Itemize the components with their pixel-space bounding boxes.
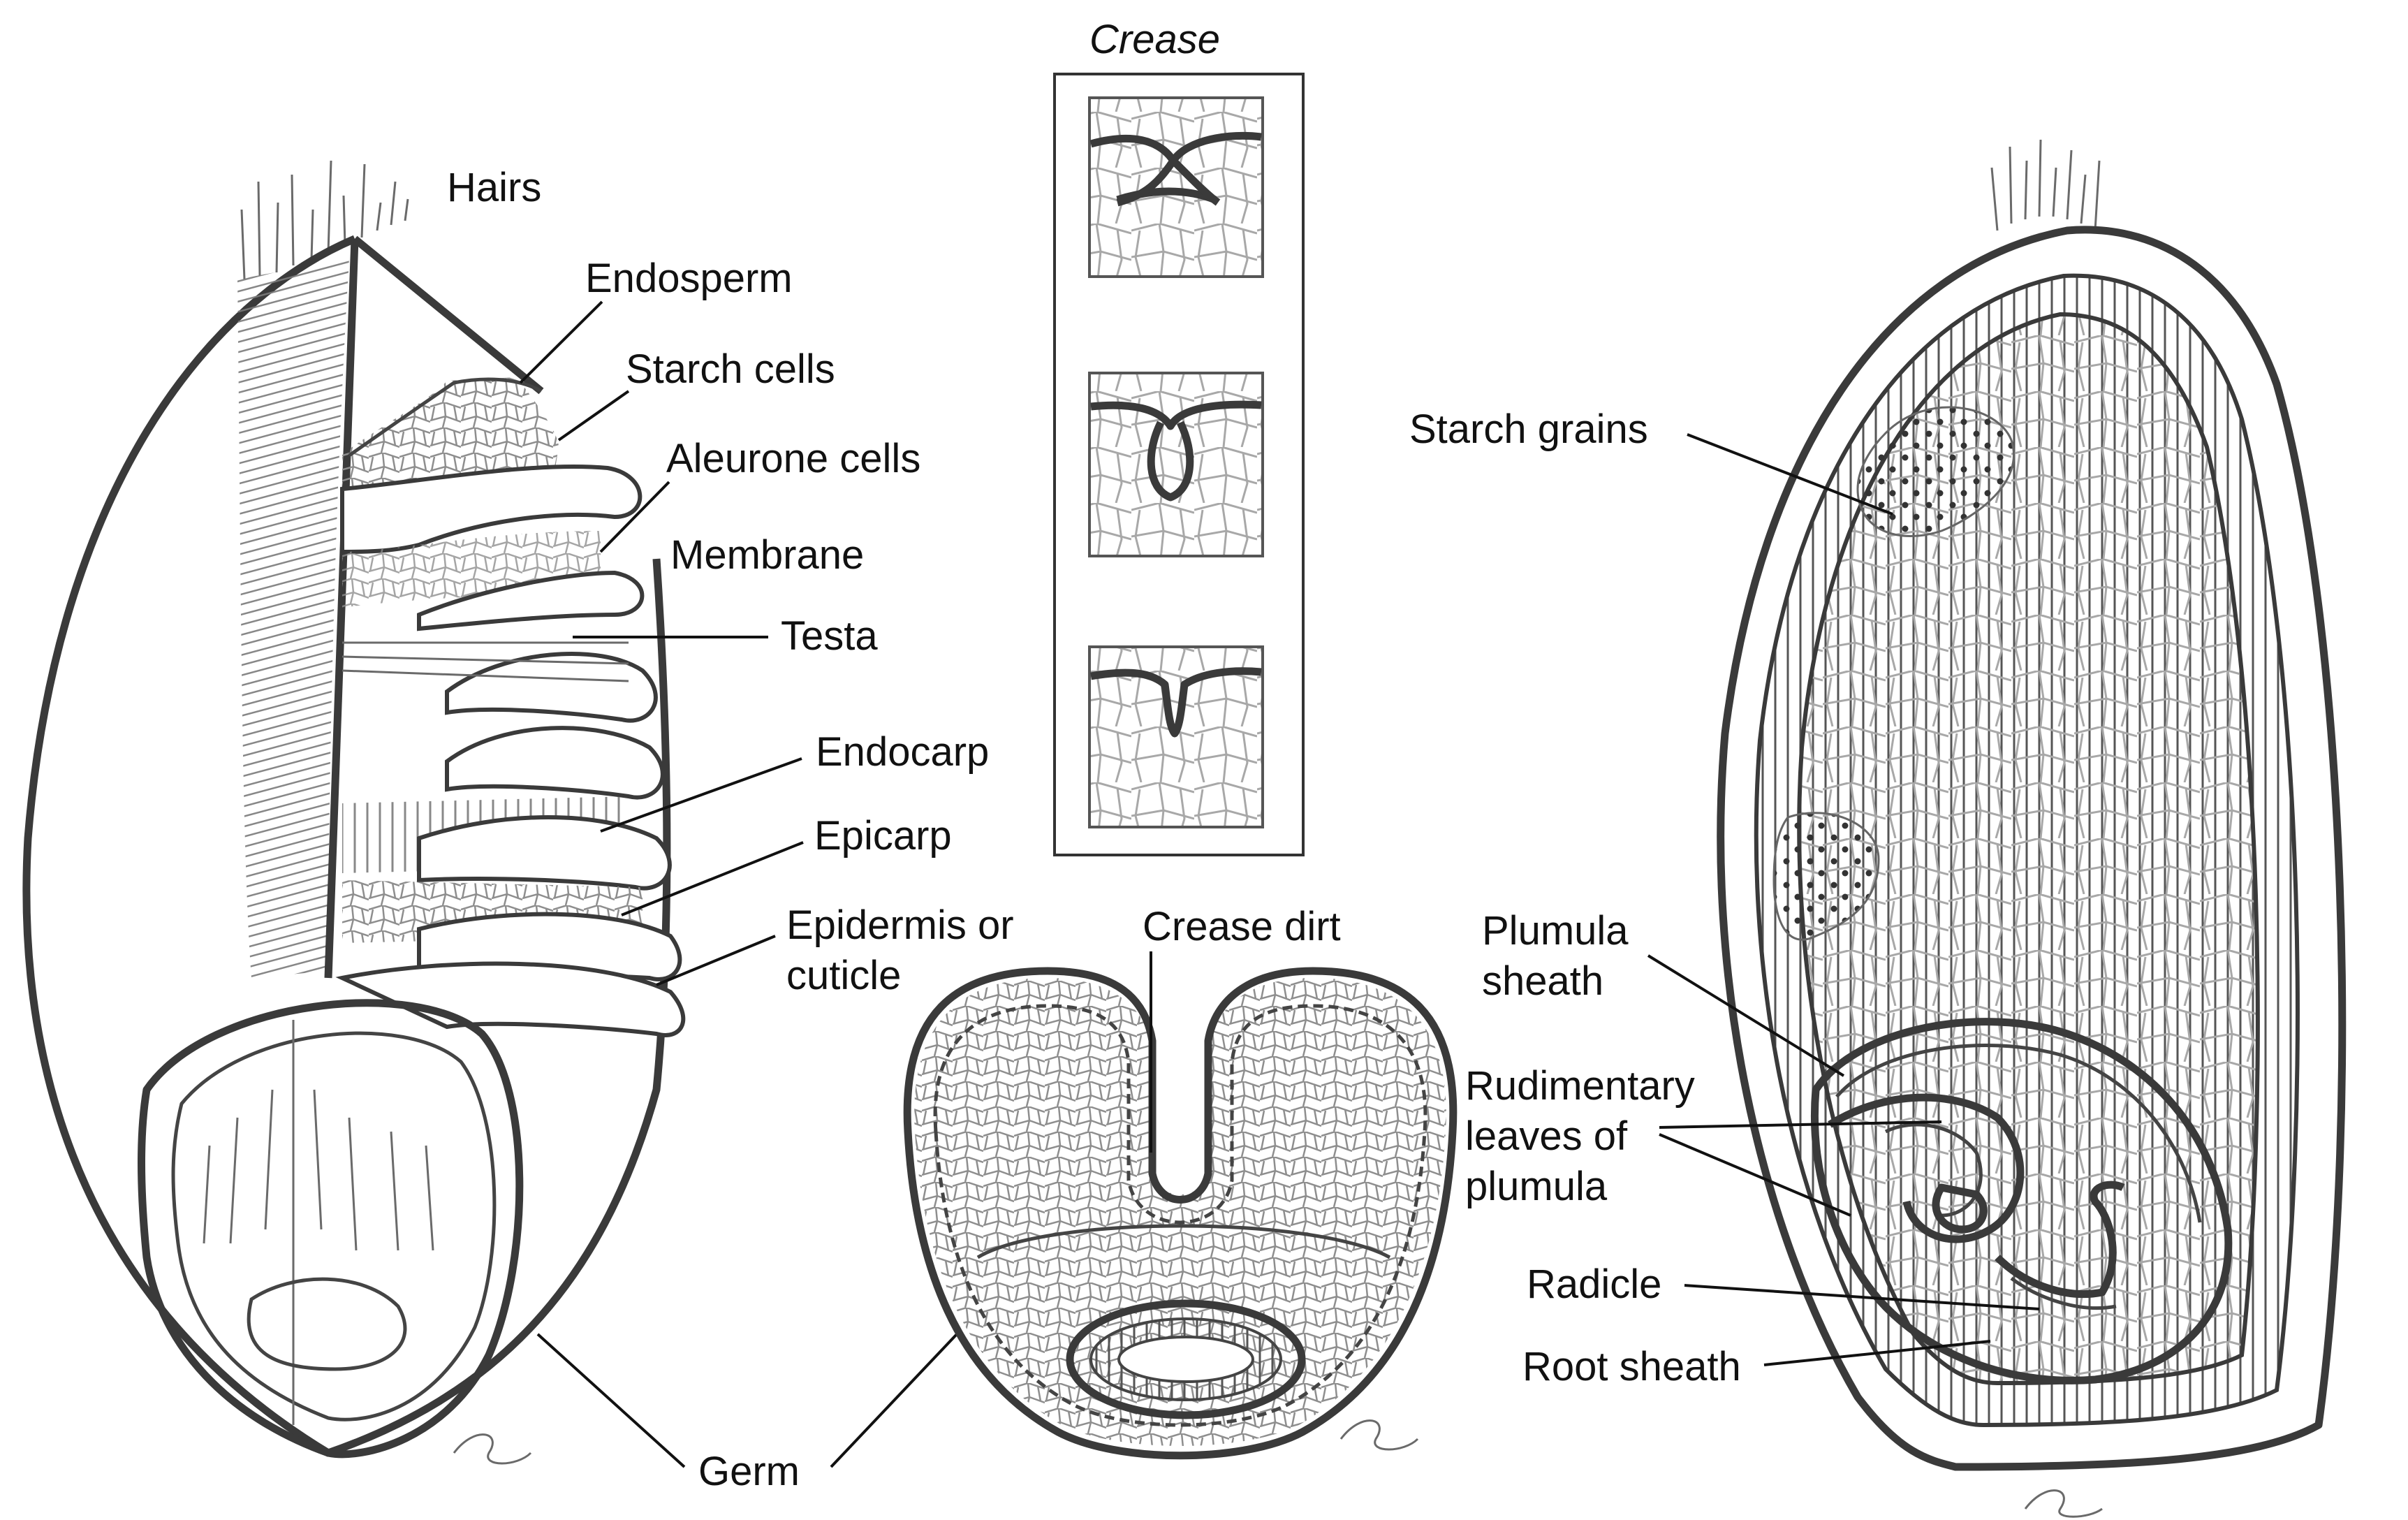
crease-stage-1 <box>1088 96 1264 278</box>
label-hairs: Hairs <box>447 165 541 210</box>
label-radicle: Radicle <box>1527 1262 1661 1307</box>
artist-signature-marks <box>453 1419 2103 1518</box>
leader-endosperm <box>519 300 603 384</box>
leader-root-sheath <box>1763 1340 1991 1366</box>
leader-plumula-sheath <box>1647 954 1845 1077</box>
leader-radicle <box>1684 1284 2040 1310</box>
label-endocarp: Endocarp <box>816 729 989 775</box>
label-crease-dirt: Crease dirt <box>1143 904 1341 949</box>
leader-epidermis <box>656 935 776 986</box>
hairs-tuft <box>240 160 409 280</box>
leader-starch-cells <box>557 390 630 441</box>
label-testa: Testa <box>781 613 878 659</box>
left-labels: Hairs Endosperm Starch cells Aleurone ce… <box>447 165 1014 1494</box>
starch-grain-patch-lower <box>1772 812 1880 941</box>
label-starch-grains: Starch grains <box>1409 407 1648 452</box>
label-membrane: Membrane <box>670 532 864 578</box>
label-root-sheath: Root sheath <box>1522 1344 1741 1389</box>
leader-aleurone-cells <box>599 481 670 553</box>
label-epicarp: Epicarp <box>814 813 952 858</box>
kernel-longitudinal-section <box>1717 139 2347 1471</box>
kernel-cutaway-drawing <box>22 160 686 1459</box>
label-starch-cells: Starch cells <box>626 346 835 392</box>
leader-epicarp <box>621 841 804 916</box>
label-plumula-sheath-line1: Plumula <box>1482 908 1629 953</box>
leader-endocarp <box>600 757 802 833</box>
label-crease: Crease <box>1089 17 1220 62</box>
crease-stage-3 <box>1088 645 1264 828</box>
germ-cross-section <box>1066 1299 1306 1419</box>
label-epidermis-line1: Epidermis or <box>786 902 1014 948</box>
starch-grain-patch-upper <box>1856 406 2015 537</box>
label-germ: Germ <box>698 1449 800 1494</box>
leader-rudimentary-b <box>1659 1133 1851 1217</box>
label-plumula-sheath-line2: sheath <box>1482 958 1603 1004</box>
label-rudimentary-line2: leaves of <box>1465 1113 1628 1159</box>
label-rudimentary-line3: plumula <box>1465 1164 1608 1209</box>
germ-embryo <box>138 999 524 1459</box>
right-labels: Starch grains Plumula sheath Rudimentary… <box>1409 407 2040 1389</box>
label-rudimentary-line1: Rudimentary <box>1465 1063 1695 1109</box>
leader-starch-grains <box>1687 433 1893 516</box>
embryo-region <box>1810 1018 2233 1384</box>
leader-germ-left <box>536 1333 686 1468</box>
label-epidermis-line2: cuticle <box>786 953 901 998</box>
kernel-cross-section: Crease dirt <box>903 904 1458 1460</box>
leader-rudimentary-a <box>1659 1120 1942 1129</box>
crease-stage-2 <box>1088 372 1264 557</box>
label-aleurone-cells: Aleurone cells <box>666 436 920 481</box>
right-hairs-tuft <box>1990 139 2101 231</box>
crease-inset-panel: Crease <box>1053 17 1305 856</box>
crease-frame <box>1053 73 1305 856</box>
leader-germ-center <box>830 1333 958 1468</box>
label-endosperm: Endosperm <box>585 256 793 301</box>
